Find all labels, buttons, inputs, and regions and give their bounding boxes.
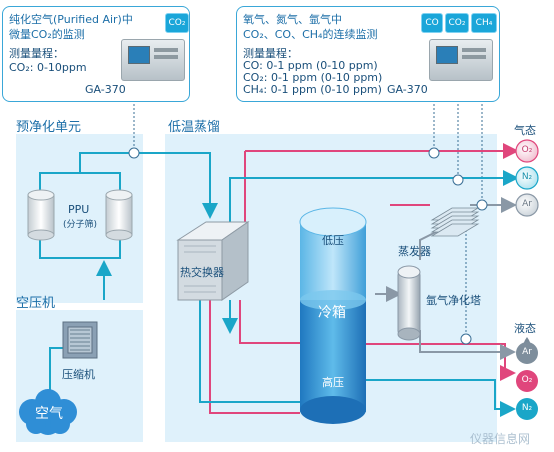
liquid-n2-label: N₂	[521, 403, 533, 413]
liquid-state-label: 液态	[514, 322, 536, 335]
liquid-o2-label: O₂	[521, 375, 533, 385]
card-left-line1: 纯化空气(Purified Air)中	[9, 13, 133, 26]
distillation-column	[299, 207, 367, 424]
analyzer-device-right	[429, 39, 493, 81]
gas-n2-label: N₂	[521, 172, 533, 182]
card-right-line1: 氧气、氮气、氩气中	[243, 13, 342, 26]
card-right-range1: CO: 0-1 ppm (0-10 ppm)	[243, 59, 378, 72]
compressor-box	[62, 321, 98, 359]
card-right-line2: CO₂、CO、CH₄的连续监测	[243, 28, 378, 41]
analyzer-device-left	[121, 39, 185, 81]
card-left-line2: 微量CO₂的监测	[9, 28, 85, 41]
cold-box-label: 冷箱	[318, 305, 346, 321]
chip-co2-right: CO₂	[445, 13, 469, 33]
high-pressure-label: 高压	[322, 376, 344, 389]
gas-ar-label: Ar	[522, 199, 532, 209]
card-left-range1: CO₂: 0-10ppm	[9, 61, 87, 74]
card-left-range-title: 测量量程：	[9, 47, 64, 60]
gas-state-label: 气态	[514, 124, 536, 137]
heat-exchanger-cube	[176, 221, 250, 301]
argon-tower-label: 氩气净化塔	[426, 294, 481, 307]
watermark: 仪器信息网	[470, 432, 531, 446]
model-left: GA-370	[85, 83, 126, 96]
chip-co-right: CO	[421, 13, 443, 33]
section-prepurify: 预净化单元	[16, 120, 82, 135]
model-right: GA-370	[387, 83, 428, 96]
card-right-range3: CH₄: 0-1 ppm (0-10 ppm)	[243, 83, 382, 96]
low-pressure-label: 低压	[322, 234, 344, 247]
liquid-ar-label: Ar	[522, 347, 532, 357]
card-right-range2: CO₂: 0-1 ppm (0-10 ppm)	[243, 71, 383, 84]
card-right-range-title: 测量量程：	[243, 47, 298, 60]
card-purified-air: 纯化空气(Purified Air)中 微量CO₂的监测 测量量程： CO₂: …	[2, 6, 190, 102]
ppu-sublabel: (分子筛)	[63, 220, 98, 230]
ppu-label: PPU	[68, 203, 90, 216]
evaporator-label: 蒸发器	[398, 245, 431, 258]
air-cloud	[19, 389, 77, 435]
chip-co2-left: CO₂	[165, 13, 189, 33]
argon-tower	[397, 265, 421, 341]
chip-ch4-right: CH₄	[471, 13, 497, 33]
ppu-cylinders	[27, 189, 133, 241]
heat-exchanger-label: 热交换器	[180, 266, 224, 279]
gas-o2-label: O₂	[521, 145, 533, 155]
section-cryo: 低温蒸馏	[168, 120, 221, 135]
air-label: 空气	[35, 406, 63, 422]
section-compressor: 空压机	[16, 296, 56, 311]
compressor-label: 压缩机	[62, 368, 95, 381]
card-continuous-monitoring: 氧气、氮气、氩气中 CO₂、CO、CH₄的连续监测 测量量程： CO: 0-1 …	[236, 6, 500, 102]
evaporator-plates	[430, 207, 480, 237]
